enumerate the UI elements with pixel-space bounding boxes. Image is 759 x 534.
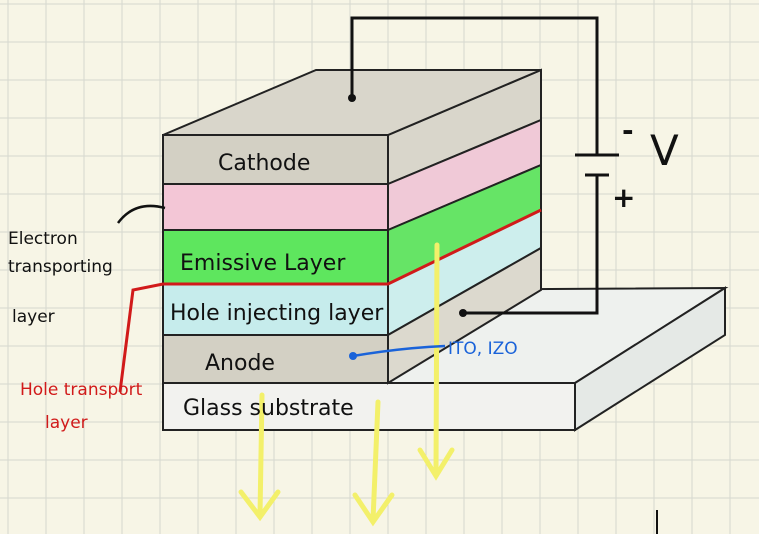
light-arrow-right <box>417 242 455 481</box>
electron-label-line2: transporting <box>8 257 113 277</box>
anode-material-dot <box>349 352 357 360</box>
anode-material-pointer <box>352 344 446 358</box>
circuit <box>350 16 619 315</box>
cathode-wire <box>350 16 599 155</box>
emissive-layer-front <box>162 229 389 285</box>
electron-layer-front <box>162 183 389 231</box>
hole-transport-label-line2: layer <box>45 413 88 433</box>
hole-injecting-layer-front <box>162 283 389 336</box>
anode-label: Anode <box>205 351 275 376</box>
hole-injecting-layer-label: Hole injecting layer <box>170 301 384 326</box>
electron-label-line3: layer <box>12 307 55 327</box>
anode-contact <box>459 309 467 317</box>
light-arrow-center <box>352 399 395 527</box>
stack-side <box>387 68 542 385</box>
glass-substrate-label: Glass substrate <box>183 396 354 421</box>
electron-pointer <box>116 204 166 224</box>
anode-material-label: ITO, IZO <box>448 339 518 359</box>
cathode-contact <box>348 94 356 102</box>
light-arrows <box>238 242 455 527</box>
light-arrow-left <box>238 392 281 522</box>
plus-sign: + <box>612 181 635 214</box>
anode-wire <box>463 175 599 315</box>
minus-sign: - <box>622 114 634 147</box>
glass-front-face <box>162 382 576 431</box>
electron-label-line1: Electron <box>8 229 78 249</box>
hole-transport-label-line1: Hole transport <box>20 380 143 400</box>
cathode-label: Cathode <box>218 151 310 176</box>
emissive-layer-label: Emissive Layer <box>180 251 346 276</box>
voltage-label: V <box>650 126 679 175</box>
cathode-front <box>162 134 389 185</box>
